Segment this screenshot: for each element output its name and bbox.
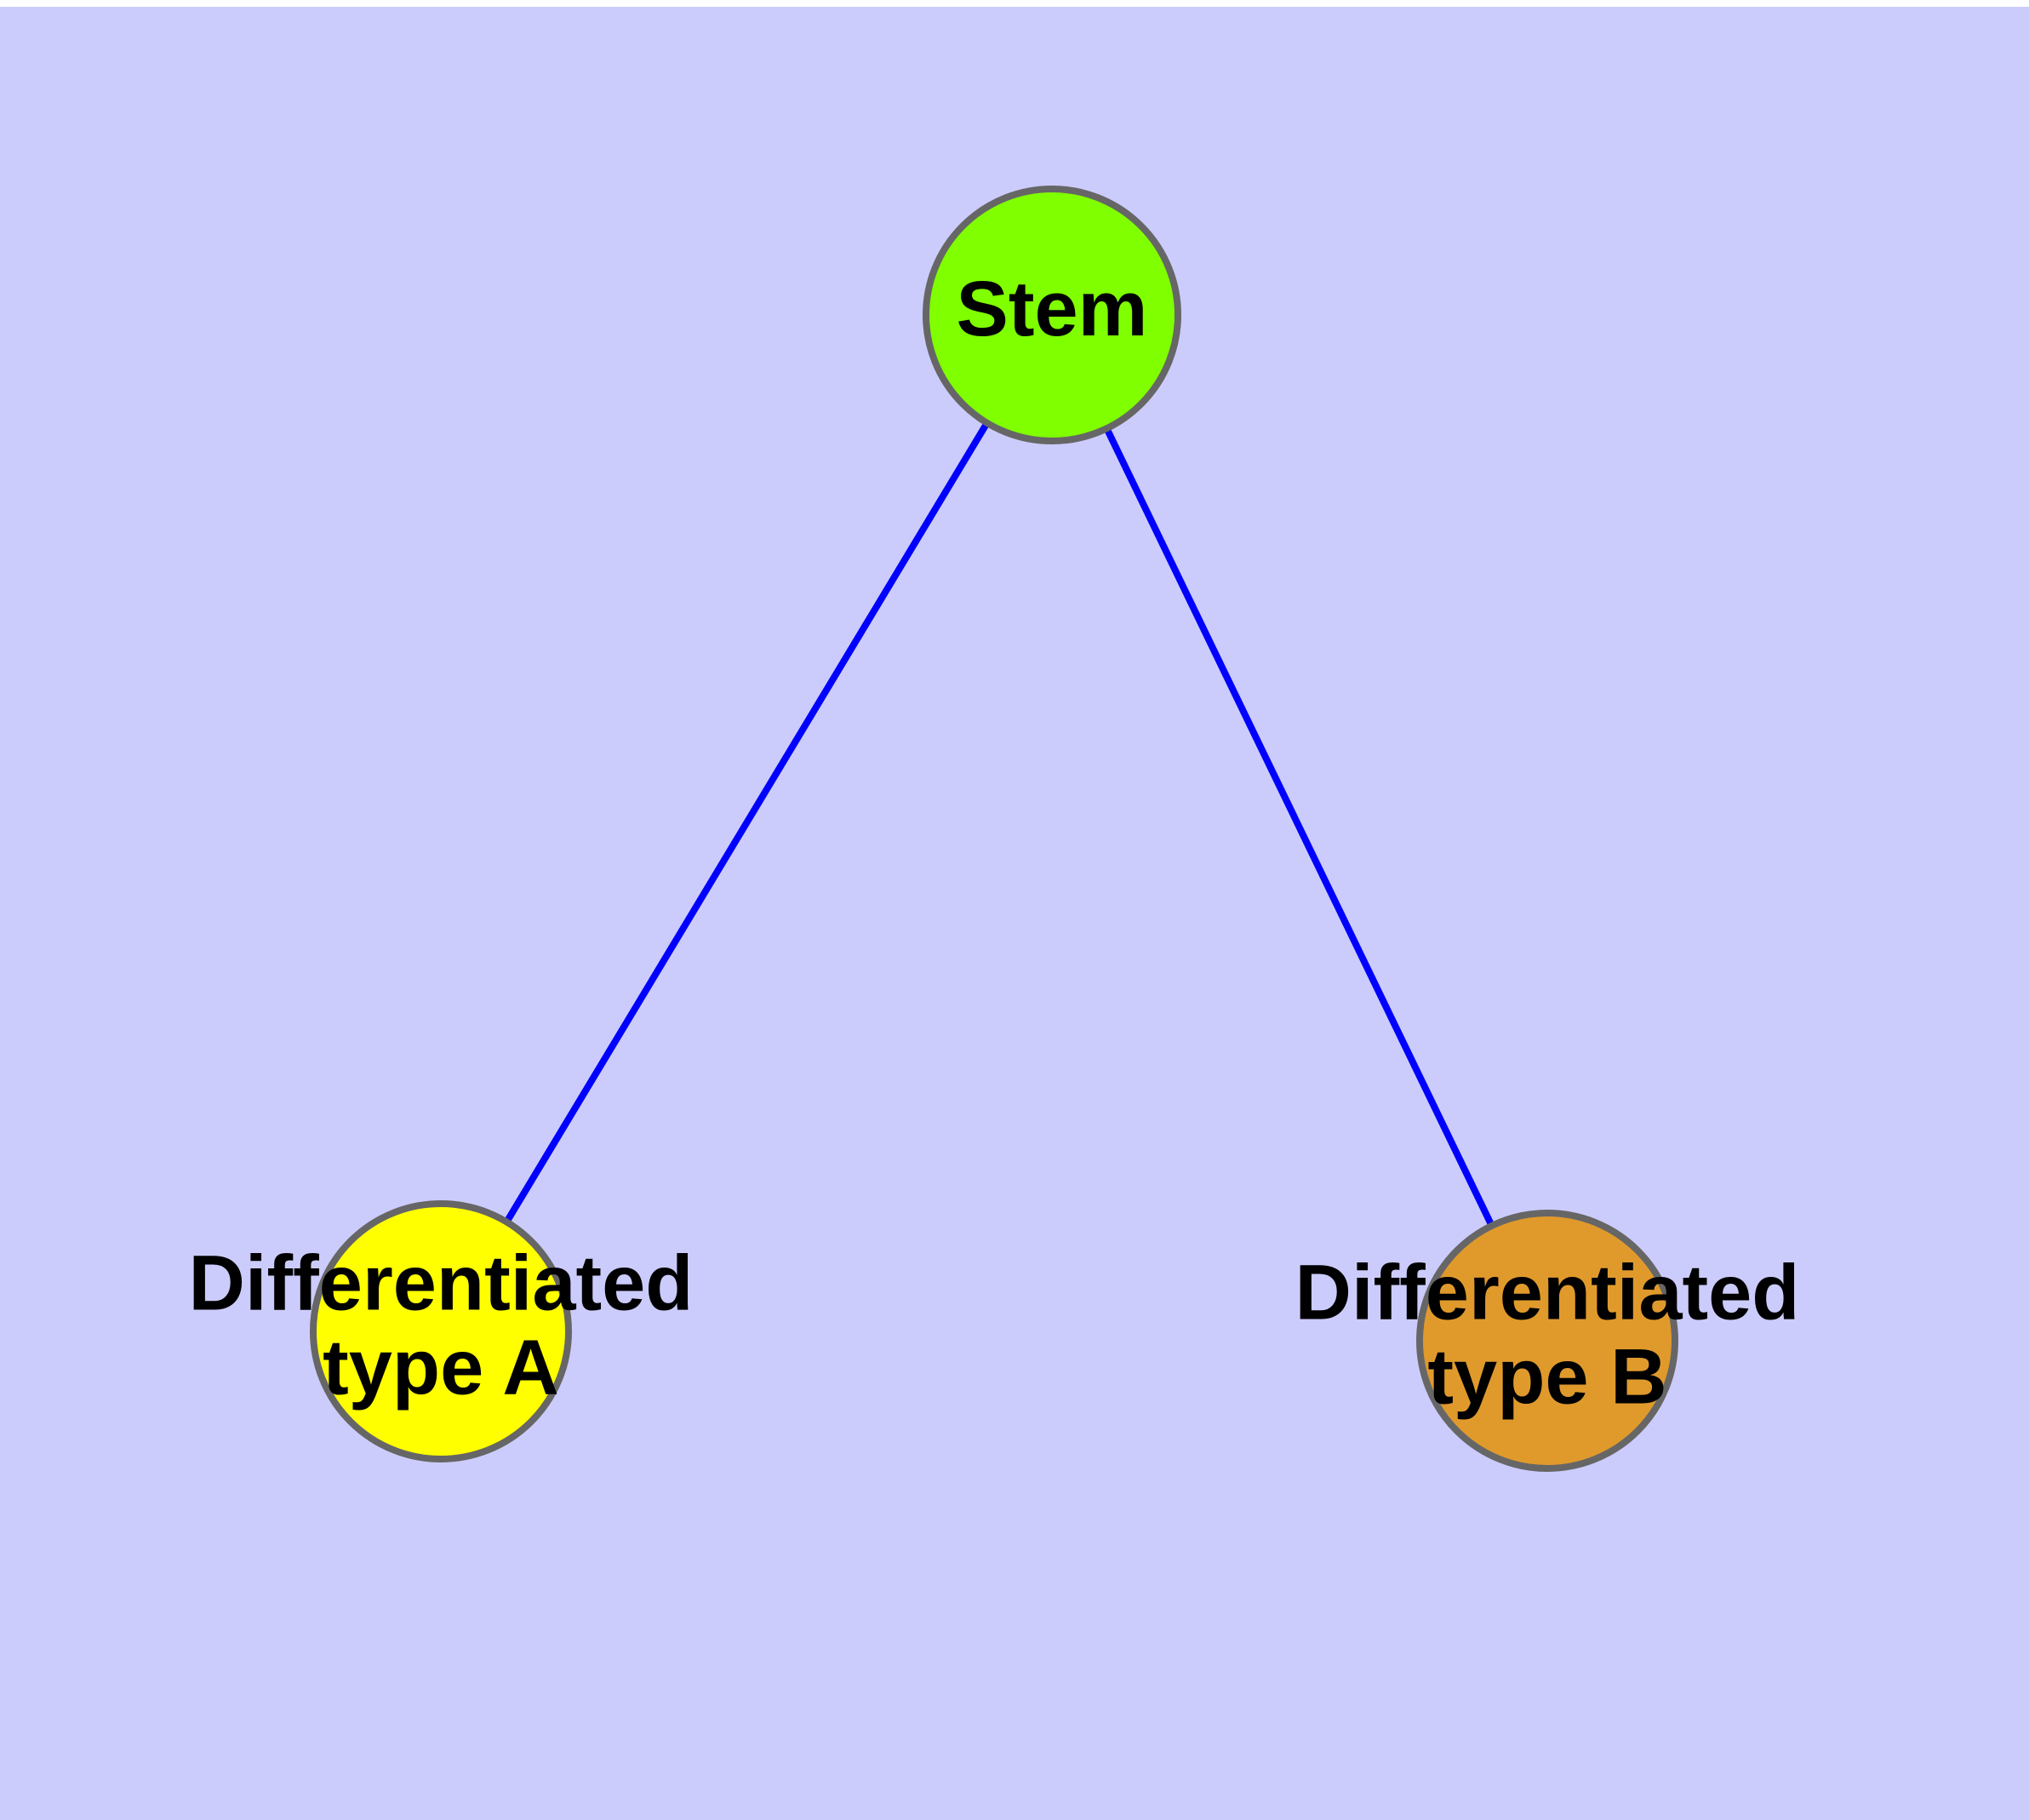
node-label-line: type B (1427, 1334, 1666, 1421)
node-label-line: Differentiated (189, 1240, 694, 1327)
node-label-line: type A (323, 1325, 559, 1411)
node-label-line: Stem (957, 266, 1148, 352)
edge-layer (437, 312, 1551, 1342)
graph-node-stem[interactable] (923, 186, 1181, 444)
graph-node-diff_b[interactable] (1416, 1210, 1678, 1472)
graph-edge (437, 312, 1055, 1334)
graph-edge (1049, 313, 1551, 1342)
graph-node-diff_a[interactable] (310, 1200, 572, 1462)
node-layer (310, 186, 1678, 1472)
node-label-stem: Stem (957, 266, 1148, 352)
node-label-line: Differentiated (1295, 1250, 1800, 1336)
